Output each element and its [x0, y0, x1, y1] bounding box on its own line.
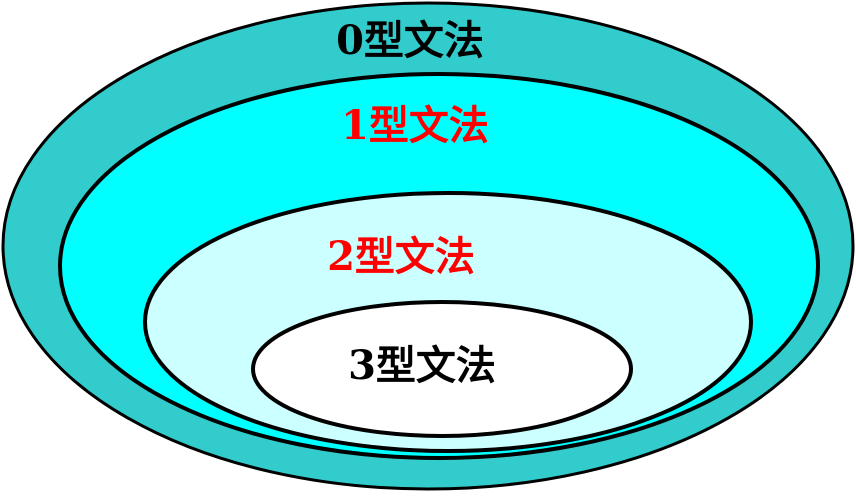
type0-grammar-label: 0型文法 — [336, 17, 484, 64]
type2-grammar-label: 2型文法 — [327, 233, 475, 280]
type3-grammar-ellipse — [251, 300, 633, 438]
type1-grammar-label: 1型文法 — [341, 102, 489, 149]
type3-grammar-label: 3型文法 — [348, 342, 496, 389]
